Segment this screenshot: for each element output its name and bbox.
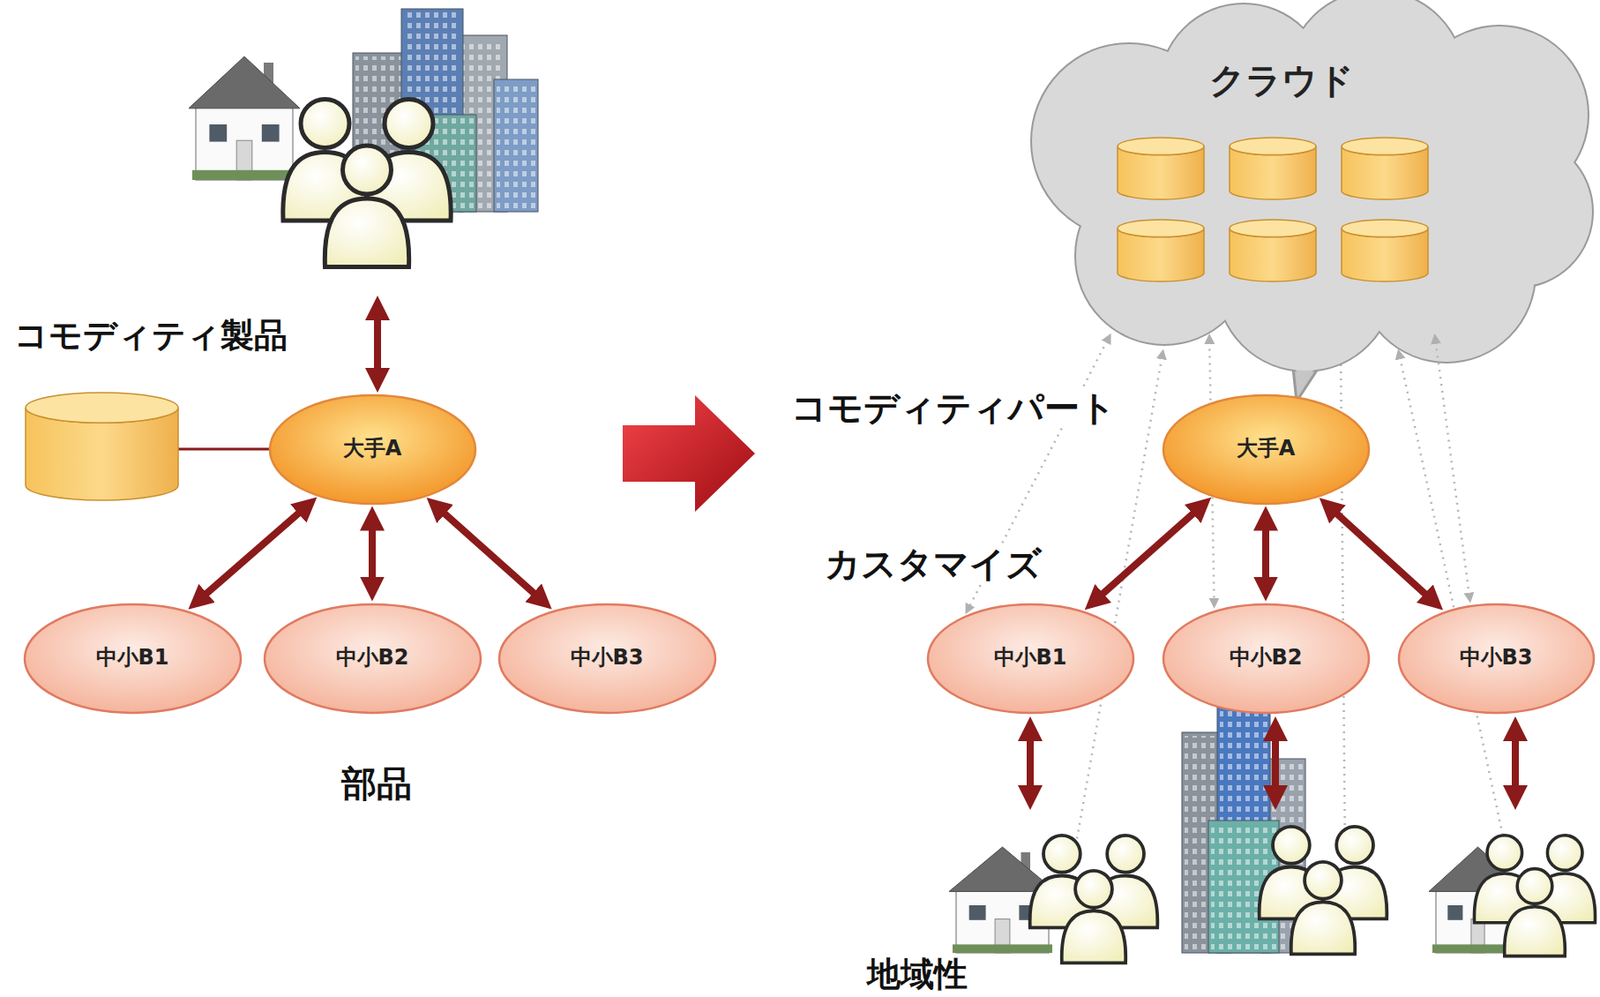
- cloud-link: [1435, 341, 1470, 595]
- person-figure: [1291, 861, 1355, 955]
- node-label: 中小B2: [336, 645, 410, 671]
- parts-label: 部品: [337, 763, 416, 803]
- person-figure: [1061, 870, 1126, 964]
- node-label: 中小B1: [96, 645, 170, 671]
- product-label: コモディティ製品: [10, 317, 292, 355]
- database-link: [178, 448, 274, 451]
- building-icon: [493, 79, 539, 212]
- cloud-title: クラウド: [1023, 59, 1541, 101]
- sme-ellipse: 中小B3: [1397, 602, 1596, 715]
- dotted-link: [1073, 357, 1163, 860]
- major-company-ellipse: 大手A: [268, 393, 478, 506]
- double-arrow: [1511, 735, 1519, 790]
- node-label: 中小B3: [1459, 645, 1533, 671]
- double-arrow: [441, 510, 538, 597]
- transition-arrow: [622, 395, 756, 512]
- person-figure: [1504, 868, 1566, 957]
- people-group: [1030, 835, 1159, 963]
- double-arrow: [373, 314, 382, 373]
- customize-label: カスタマイズ: [821, 544, 1046, 584]
- database-cylinder: [1229, 137, 1316, 200]
- node-label: 大手A: [1236, 436, 1296, 462]
- region-label: 地域性: [863, 956, 972, 994]
- database-cylinder: [1341, 219, 1429, 282]
- major-company-ellipse: 大手A: [1161, 393, 1371, 506]
- double-arrow: [202, 509, 302, 597]
- sme-ellipse: 中小B1: [22, 602, 243, 715]
- commodity-label: コモディティパート: [787, 388, 1120, 427]
- database-cylinder: [1117, 137, 1204, 200]
- sme-ellipse: 中小B3: [497, 602, 718, 715]
- double-arrow: [1026, 735, 1034, 790]
- node-label: 中小B2: [1229, 645, 1303, 671]
- database-cylinder: [25, 392, 179, 501]
- database-grid: [1117, 137, 1429, 282]
- node-label: 中小B3: [570, 645, 644, 671]
- cloud-link: [1209, 342, 1214, 601]
- people-group: [1259, 826, 1388, 954]
- database-cylinder: [1341, 137, 1429, 200]
- sme-ellipse: 中小B2: [262, 602, 483, 715]
- double-arrow: [1333, 510, 1429, 597]
- database-cylinder: [1229, 219, 1316, 282]
- double-arrow: [1099, 510, 1197, 598]
- double-arrow: [368, 525, 376, 582]
- sme-ellipse: 中小B2: [1161, 602, 1371, 715]
- node-label: 中小B1: [994, 645, 1068, 671]
- double-arrow: [1271, 735, 1279, 790]
- cloud-shape: クラウド: [1023, 8, 1597, 331]
- people-group: [1473, 835, 1595, 957]
- house-icon: [188, 56, 300, 180]
- database-cylinder: [1117, 219, 1204, 282]
- double-arrow: [1262, 525, 1270, 582]
- sme-ellipse: 中小B1: [926, 602, 1136, 715]
- person-figure: [324, 145, 409, 268]
- node-label: 大手A: [343, 436, 403, 462]
- people-group: [283, 99, 451, 268]
- cloud-outline: [1023, 8, 1597, 331]
